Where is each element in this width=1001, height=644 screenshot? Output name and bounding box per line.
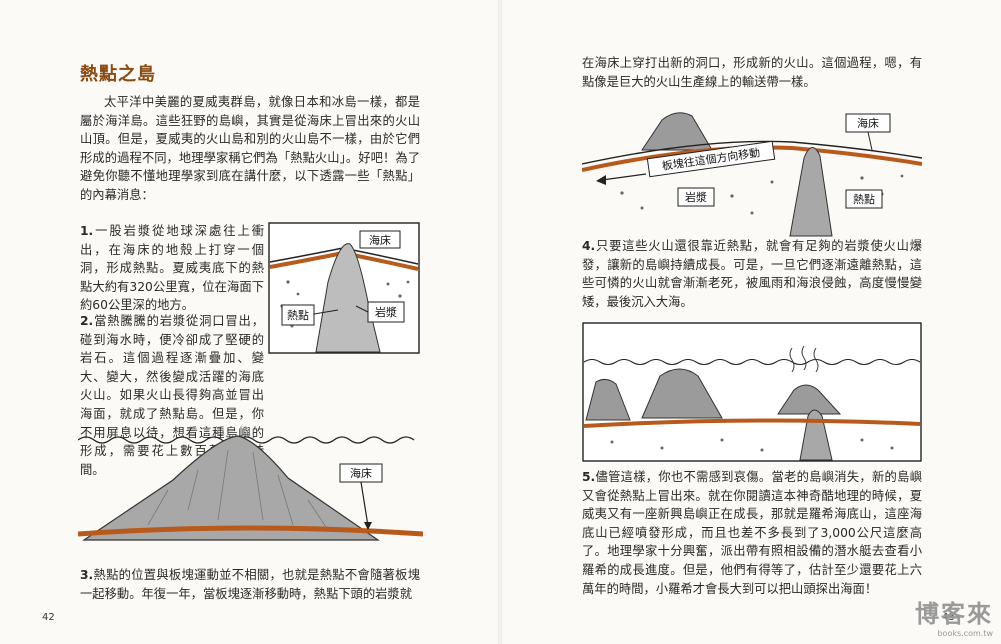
item-5-paragraph: 5.儘管這樣，你也不需感到哀傷。當老的島嶼消失，新的島嶼又會從熱點上冒出來。就在… — [582, 468, 922, 598]
left-page: 熱點之島 太平洋中美麗的夏威夷群島，就像日本和冰島一樣，都是屬於海洋島。這些狂野… — [0, 0, 500, 644]
item-4-number: 4. — [582, 239, 596, 253]
item-1-text: 一股岩漿從地球深處往上衝出，在海床的地殼上打穿一個洞，形成熱點。夏威夷底下的熱點… — [80, 224, 264, 313]
item-3-number: 3. — [80, 568, 94, 582]
hotspot-cross-section-figure: 海床 熱點 岩漿 — [268, 222, 420, 354]
page-number-right: 43 — [942, 612, 955, 623]
fig3-hotspot-label: 熱點 — [853, 193, 875, 206]
item-1-number: 1. — [80, 224, 94, 238]
right-page: 在海床上穿打出新的洞口，形成新的火山。這個過程，嗯，有點像是巨大的火山生產線上的… — [500, 0, 1001, 644]
item-3-text: 熱點的位置與板塊運動並不相關，也就是熱點不會隨著板塊一起移動。年復一年，當板塊逐… — [80, 568, 420, 601]
item-2-paragraph: 2.當熱騰騰的岩漿從洞口冒出，碰到海水時，便冷卻成了堅硬的岩石。這個過程逐漸疊加… — [80, 312, 264, 479]
intro-paragraph: 太平洋中美麗的夏威夷群島，就像日本和冰島一樣，都是屬於海洋島。這些狂野的島嶼，其… — [80, 95, 420, 202]
item-3-paragraph: 3.熱點的位置與板塊運動並不相關，也就是熱點不會隨著板塊一起移動。年復一年，當板… — [80, 566, 420, 603]
watermark-logo: 博客來 — [915, 600, 993, 628]
item-2-number: 2. — [80, 314, 94, 328]
section-title: 熱點之島 — [80, 64, 156, 85]
fig1-seabed-label: 海床 — [369, 233, 391, 247]
item-4-text: 只要這些火山還很靠近熱點，就會有足夠的岩漿使火山爆發，讓新的島嶼持續成長。可是，… — [582, 239, 922, 309]
fig3-seabed-label: 海床 — [857, 116, 879, 130]
watermark: 博客來 books.com.tw — [915, 594, 993, 638]
item-5-number: 5. — [582, 470, 596, 484]
item-2-text: 當熱騰騰的岩漿從洞口冒出，碰到海水時，便冷卻成了堅硬的岩石。這個過程逐漸疊加、變… — [80, 314, 264, 477]
page-number-left: 42 — [42, 612, 55, 623]
fig1-magma-label: 岩漿 — [375, 305, 397, 319]
item-1-paragraph: 1.一股岩漿從地球深處往上衝出，在海床的地殼上打穿一個洞，形成熱點。夏威夷底下的… — [80, 222, 264, 315]
item-5-text: 儘管這樣，你也不需感到哀傷。當老的島嶼消失，新的島嶼又會從熱點上冒出來。就在你閱… — [582, 470, 922, 596]
fig2-seabed-label: 海床 — [350, 466, 372, 480]
island-chain-figure — [582, 322, 922, 462]
watermark-url: books.com.tw — [937, 629, 993, 638]
plate-movement-figure: 海床 板塊往這個方向移動 岩漿 熱點 — [582, 112, 922, 237]
large-volcano-figure: 海床 — [78, 435, 423, 541]
fig3-magma-label: 岩漿 — [685, 190, 707, 204]
book-gutter — [498, 0, 502, 644]
continued-paragraph: 在海床上穿打出新的洞口，形成新的火山。這個過程，嗯，有點像是巨大的火山生產線上的… — [582, 56, 922, 89]
item-4-paragraph: 4.只要這些火山還很靠近熱點，就會有足夠的岩漿使火山爆發，讓新的島嶼持續成長。可… — [582, 237, 922, 311]
fig1-hotspot-label: 熱點 — [287, 309, 309, 322]
